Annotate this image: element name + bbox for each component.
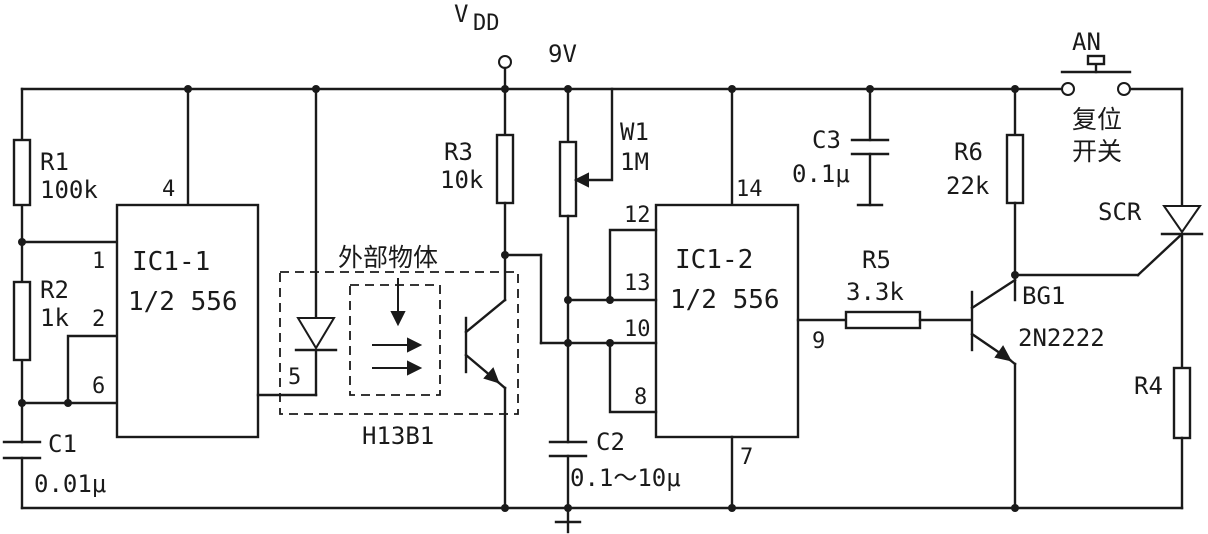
c1-value: 0.01μ	[34, 470, 106, 498]
external-object-label: 外部物体	[338, 243, 438, 272]
ic1-pin1: 1	[92, 249, 105, 274]
transistor-bg1: BG1 2N2222	[970, 271, 1140, 512]
c1-name: C1	[48, 430, 77, 458]
resistor-r4: R4	[1134, 366, 1192, 510]
r6-name: R6	[954, 138, 983, 166]
ic1-2: IC1-2 1/2 556 14 12 13 10 8 7 9	[566, 85, 848, 512]
ic2-pin7: 7	[740, 445, 753, 470]
ic1-name: IC1-1	[132, 247, 210, 277]
capacitor-c1: C1 0.01μ	[2, 430, 106, 498]
ground-terminal	[554, 504, 582, 534]
scr-name: SCR	[1098, 198, 1142, 226]
ic2-pin8: 8	[634, 385, 647, 410]
resistor-r6: R6 22k	[946, 85, 1025, 302]
ic1-pin5: 5	[288, 365, 301, 390]
ic1-pin6: 6	[92, 374, 105, 399]
an-line2: 开关	[1072, 137, 1122, 166]
ic1-1: IC1-1 1/2 556 4 1 2 6 5	[92, 85, 318, 439]
c3-value: 0.1μ	[792, 160, 850, 188]
reset-switch-an: AN 复位 开关	[1060, 28, 1132, 166]
c2-name: C2	[596, 428, 625, 456]
c2-value: 0.1～10μ	[570, 464, 681, 492]
an-line1: 复位	[1072, 105, 1122, 134]
ic2-pin12: 12	[624, 203, 651, 228]
resistor-r3: R3 10k	[440, 87, 515, 257]
h13b1-label: H13B1	[362, 422, 434, 450]
resistor-r1: R1 100k	[12, 138, 98, 207]
r6-value: 22k	[946, 172, 990, 200]
r1-name: R1	[40, 148, 69, 176]
resistor-r2: R2 1k	[12, 276, 69, 362]
resistor-r5: R5 3.3k	[844, 246, 972, 330]
ic1-type: 1/2 556	[128, 287, 238, 317]
left-bus	[18, 87, 119, 510]
ic2-name: IC1-2	[675, 245, 753, 275]
ic2-pin10: 10	[624, 317, 651, 342]
vdd-terminal: V DD 9V	[454, 0, 577, 93]
ic2-pin9: 9	[812, 329, 825, 354]
r5-value: 3.3k	[846, 278, 904, 306]
thyristor-scr: SCR	[1098, 87, 1204, 370]
r1-value: 100k	[40, 176, 98, 204]
r2-value: 1k	[40, 304, 69, 332]
r3-value: 10k	[440, 166, 484, 194]
r5-name: R5	[862, 246, 891, 274]
c3-name: C3	[812, 126, 841, 154]
vdd-label: V	[454, 0, 468, 28]
r4-name: R4	[1134, 372, 1163, 400]
ic2-type: 1/2 556	[670, 285, 780, 315]
bg1-value: 2N2222	[1018, 324, 1105, 352]
voltage-label: 9V	[548, 40, 577, 68]
r2-name: R2	[40, 276, 69, 304]
w1-value: 1M	[620, 148, 649, 176]
optocoupler-h13b1: 外部物体 H13B1	[279, 85, 612, 512]
bg1-name: BG1	[1022, 282, 1065, 310]
potentiometer-w1: W1 1M	[558, 85, 649, 302]
ic1-pin2: 2	[92, 307, 105, 332]
ic2-pin13: 13	[624, 271, 651, 296]
ic1-pin4: 4	[162, 177, 175, 202]
an-name: AN	[1072, 28, 1101, 56]
capacitor-c2: C2 0.1～10μ	[548, 296, 681, 510]
r3-name: R3	[444, 138, 473, 166]
vdd-subscript: DD	[473, 11, 500, 36]
w1-name: W1	[620, 118, 649, 146]
ic2-pin14: 14	[736, 177, 763, 202]
capacitor-c3: C3 0.1μ	[792, 85, 890, 207]
